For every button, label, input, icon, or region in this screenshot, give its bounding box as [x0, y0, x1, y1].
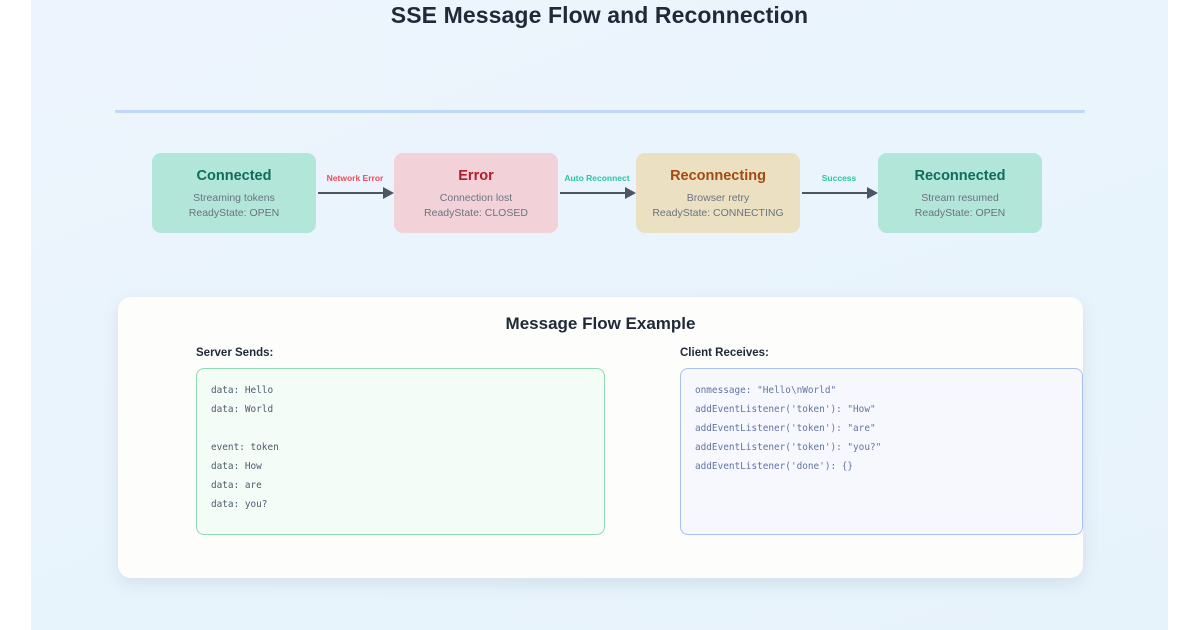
flow-node-readystate: ReadyState: CLOSED	[424, 206, 528, 219]
flow-connector-label: Auto Reconnect	[564, 173, 630, 183]
page-body: SSE Message Flow and Reconnection Connec…	[31, 0, 1168, 630]
page-title: SSE Message Flow and Reconnection	[390, 2, 809, 28]
flow-connector-success: Success	[800, 153, 878, 233]
flow-node-connected: Connected Streaming tokens ReadyState: O…	[152, 153, 316, 233]
client-code-block: onmessage: "Hello\nWorld" addEventListen…	[680, 368, 1083, 535]
client-receives-label: Client Receives:	[680, 347, 769, 359]
flow-node-subtitle: Streaming tokens	[193, 191, 275, 204]
flow-connector-label: Success	[821, 173, 857, 183]
flow-node-error: Error Connection lost ReadyState: CLOSED	[394, 153, 558, 233]
arrow-head-icon	[383, 186, 394, 199]
card-title: Message Flow Example	[505, 314, 696, 333]
flow-node-readystate: ReadyState: OPEN	[188, 206, 280, 219]
flow-connector-label: Network Error	[326, 173, 384, 183]
server-column: Server Sends: data: Hello data: World ev…	[196, 347, 605, 535]
server-sends-label: Server Sends:	[196, 347, 274, 359]
flow-node-readystate: ReadyState: CONNECTING	[652, 206, 784, 219]
client-column: Client Receives: onmessage: "Hello\nWorl…	[680, 347, 1083, 535]
arrow-line	[802, 192, 869, 194]
flow-node-subtitle: Stream resumed	[921, 191, 999, 204]
flow-node-title: Reconnected	[914, 167, 1006, 184]
flow-node-title: Error	[458, 167, 494, 184]
arrow-head-icon	[867, 186, 878, 199]
server-code-block: data: Hello data: World event: token dat…	[196, 368, 605, 535]
state-flow-diagram: Connected Streaming tokens ReadyState: O…	[152, 153, 1042, 233]
flow-node-subtitle: Connection lost	[439, 191, 513, 204]
flow-node-readystate: ReadyState: OPEN	[914, 206, 1006, 219]
flow-node-title: Connected	[196, 167, 272, 184]
flow-node-reconnected: Reconnected Stream resumed ReadyState: O…	[878, 153, 1042, 233]
flow-connector-network-error: Network Error	[316, 153, 394, 233]
header-divider	[115, 110, 1085, 113]
flow-node-subtitle: Browser retry	[686, 191, 750, 204]
arrow-line	[560, 192, 627, 194]
arrow-head-icon	[625, 186, 636, 199]
flow-connector-auto-reconnect: Auto Reconnect	[558, 153, 636, 233]
flow-node-title: Reconnecting	[670, 167, 766, 184]
flow-node-reconnecting: Reconnecting Browser retry ReadyState: C…	[636, 153, 800, 233]
arrow-line	[318, 192, 385, 194]
message-flow-card: Message Flow Example Server Sends: data:…	[118, 297, 1083, 578]
